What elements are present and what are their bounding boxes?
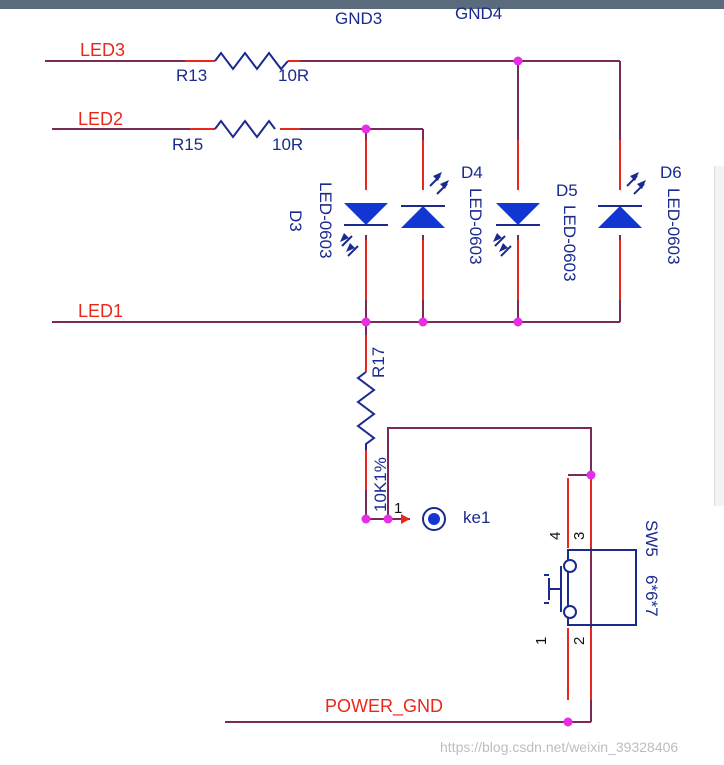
ke1-pin-number: 1 xyxy=(394,500,402,517)
sw5-value: 6*6*7 xyxy=(642,575,661,617)
led3-net-label: LED3 xyxy=(80,40,125,60)
r13-value: 10R xyxy=(278,66,309,85)
component-leads xyxy=(185,60,621,700)
scroll-handle[interactable] xyxy=(714,166,724,506)
d6-led xyxy=(598,172,646,228)
power-gnd-net-label: POWER_GND xyxy=(325,696,443,717)
led1-net-label: LED1 xyxy=(78,301,123,321)
d4-led xyxy=(401,172,449,228)
d4-value: LED-0603 xyxy=(466,188,485,265)
wires xyxy=(45,60,621,723)
d6-value: LED-0603 xyxy=(664,188,683,265)
d5-value: LED-0603 xyxy=(560,205,579,282)
switch-top-wire xyxy=(387,427,592,519)
sw5-pin-1: 1 xyxy=(533,637,550,645)
sw5-pin-4: 4 xyxy=(547,532,564,540)
d3-value: LED-0603 xyxy=(316,182,335,259)
ke1-test-point xyxy=(401,507,446,531)
d5-ref: D5 xyxy=(556,181,578,200)
sw5-switch xyxy=(544,549,637,626)
d6-ref: D6 xyxy=(660,163,682,182)
window-top-bar xyxy=(0,0,724,9)
watermark: https://blog.csdn.net/weixin_39328406 xyxy=(440,739,678,755)
r17-value: 10K1% xyxy=(371,457,390,512)
r15-resistor xyxy=(214,119,276,139)
sw5-ref: SW5 xyxy=(642,520,661,557)
sw5-pin-3: 3 xyxy=(571,532,588,540)
r13-ref: R13 xyxy=(176,66,207,85)
sw5-pin-2: 2 xyxy=(571,637,588,645)
d4-ref: D4 xyxy=(461,163,483,182)
gnd3-label: GND3 xyxy=(335,9,382,28)
ke1-ref: ke1 xyxy=(463,508,490,527)
switch-right-wire xyxy=(568,474,592,722)
gnd4-label: GND4 xyxy=(455,4,502,23)
r15-ref: R15 xyxy=(172,135,203,154)
junctions xyxy=(361,56,596,727)
led2-net-label: LED2 xyxy=(78,109,123,129)
r13-resistor xyxy=(214,51,289,71)
d3-ref: D3 xyxy=(286,210,305,232)
d3-led xyxy=(340,203,388,257)
r17-resistor xyxy=(356,371,376,450)
d5-led xyxy=(493,203,540,257)
r15-value: 10R xyxy=(272,135,303,154)
r17-ref: R17 xyxy=(369,347,388,378)
